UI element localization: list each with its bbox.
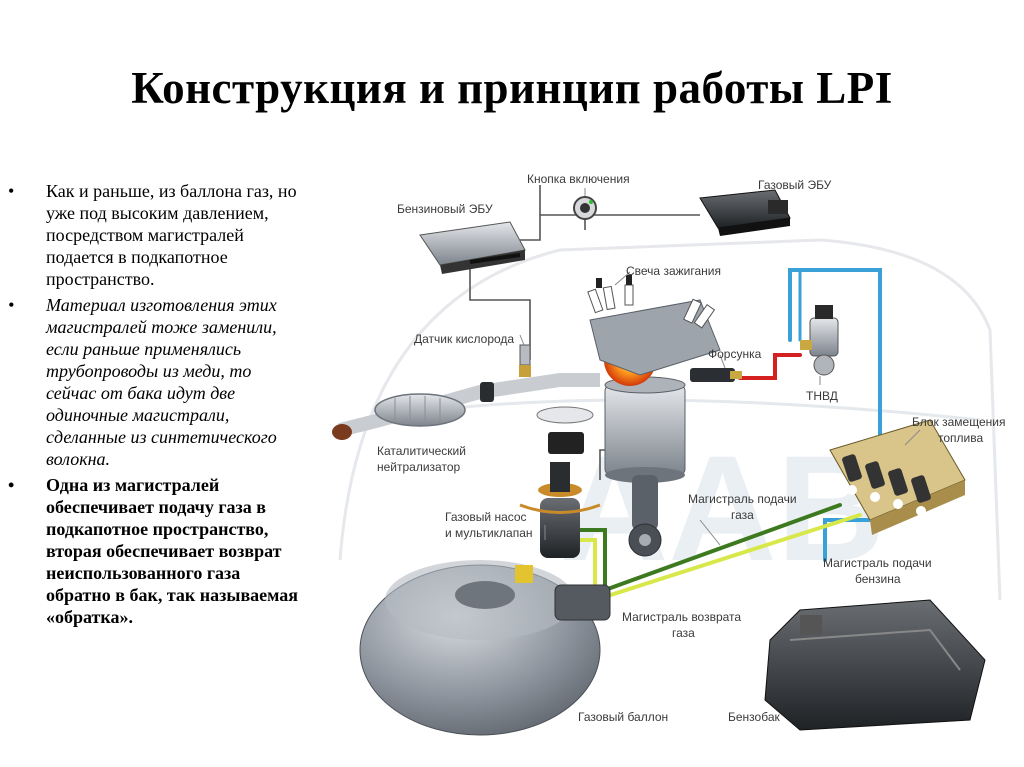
gas-ecu xyxy=(699,189,791,236)
label-gas-line-2: газа xyxy=(731,508,754,522)
label-petrol-ecu: Бензиновый ЭБУ xyxy=(397,202,493,216)
bullet-text: Одна из магистралей обеспечивает подачу … xyxy=(46,475,299,627)
label-injector: Форсунка xyxy=(708,347,762,361)
hp-line xyxy=(738,353,802,380)
fuel-distribution-block xyxy=(829,419,966,535)
petrol-ecu xyxy=(419,221,526,274)
bullet-text: Как и раньше, из баллона газ, но уже под… xyxy=(46,181,297,289)
label-converter-1: Каталитический xyxy=(377,444,466,458)
bullet-text: Материал изготовления этих магистралей т… xyxy=(46,295,277,469)
label-fuel-block-1: Блок замещения xyxy=(912,415,1005,429)
injector xyxy=(690,368,742,382)
label-gas-tank: Газовый баллон xyxy=(578,710,668,724)
bullet-list: • Как и раньше, из баллона газ, но уже п… xyxy=(6,180,306,632)
petrol-tank xyxy=(764,599,986,731)
bullet-item-3: • Одна из магистралей обеспечивает подач… xyxy=(6,474,306,628)
label-petrol-line-2: бензина xyxy=(855,572,901,586)
label-converter-2: нейтрализатор xyxy=(377,460,461,474)
label-petrol-tank: Бензобак xyxy=(728,710,780,724)
fuel-lines xyxy=(568,268,882,603)
catalytic-converter xyxy=(332,373,600,440)
label-pump-2: и мультиклапан xyxy=(445,526,533,540)
label-fuel-block-2: топлива xyxy=(938,431,983,445)
label-return-line-1: Магистраль возврата xyxy=(622,610,741,624)
label-power-button: Кнопка включения xyxy=(527,172,630,186)
slide-title: Конструкция и принцип работы LPI xyxy=(131,63,893,113)
label-spark-plug: Свеча зажигания xyxy=(626,264,721,278)
gas-supply-line xyxy=(573,503,842,593)
label-pump-1: Газовый насос xyxy=(445,510,527,524)
gas-tank xyxy=(359,560,611,736)
bullet-symbol: • xyxy=(8,181,15,201)
leader-lines xyxy=(519,188,921,546)
gas-return-line xyxy=(568,513,862,603)
gas-pump-multivalve xyxy=(519,406,601,558)
cylinder-head xyxy=(589,299,721,376)
label-gas-line-1: Магистраль подачи xyxy=(688,492,797,506)
lpi-system-diagram: ААВ xyxy=(332,172,1005,736)
bullet-symbol: • xyxy=(8,475,15,495)
label-hp-pump: ТНВД xyxy=(806,389,838,403)
bullet-item-1: • Как и раньше, из баллона газ, но уже п… xyxy=(6,180,306,290)
power-button xyxy=(573,196,597,220)
bullet-item-2: • Материал изготовления этих магистралей… xyxy=(6,294,306,470)
label-o2-sensor: Датчик кислорода xyxy=(414,332,514,346)
oxygen-sensor xyxy=(519,344,531,377)
high-pressure-pump xyxy=(800,305,839,376)
label-gas-ecu: Газовый ЭБУ xyxy=(758,178,832,192)
bullet-symbol: • xyxy=(8,295,15,315)
spark-plugs xyxy=(587,275,716,329)
label-return-line-2: газа xyxy=(672,626,695,640)
label-petrol-line-1: Магистраль подачи xyxy=(823,556,932,570)
